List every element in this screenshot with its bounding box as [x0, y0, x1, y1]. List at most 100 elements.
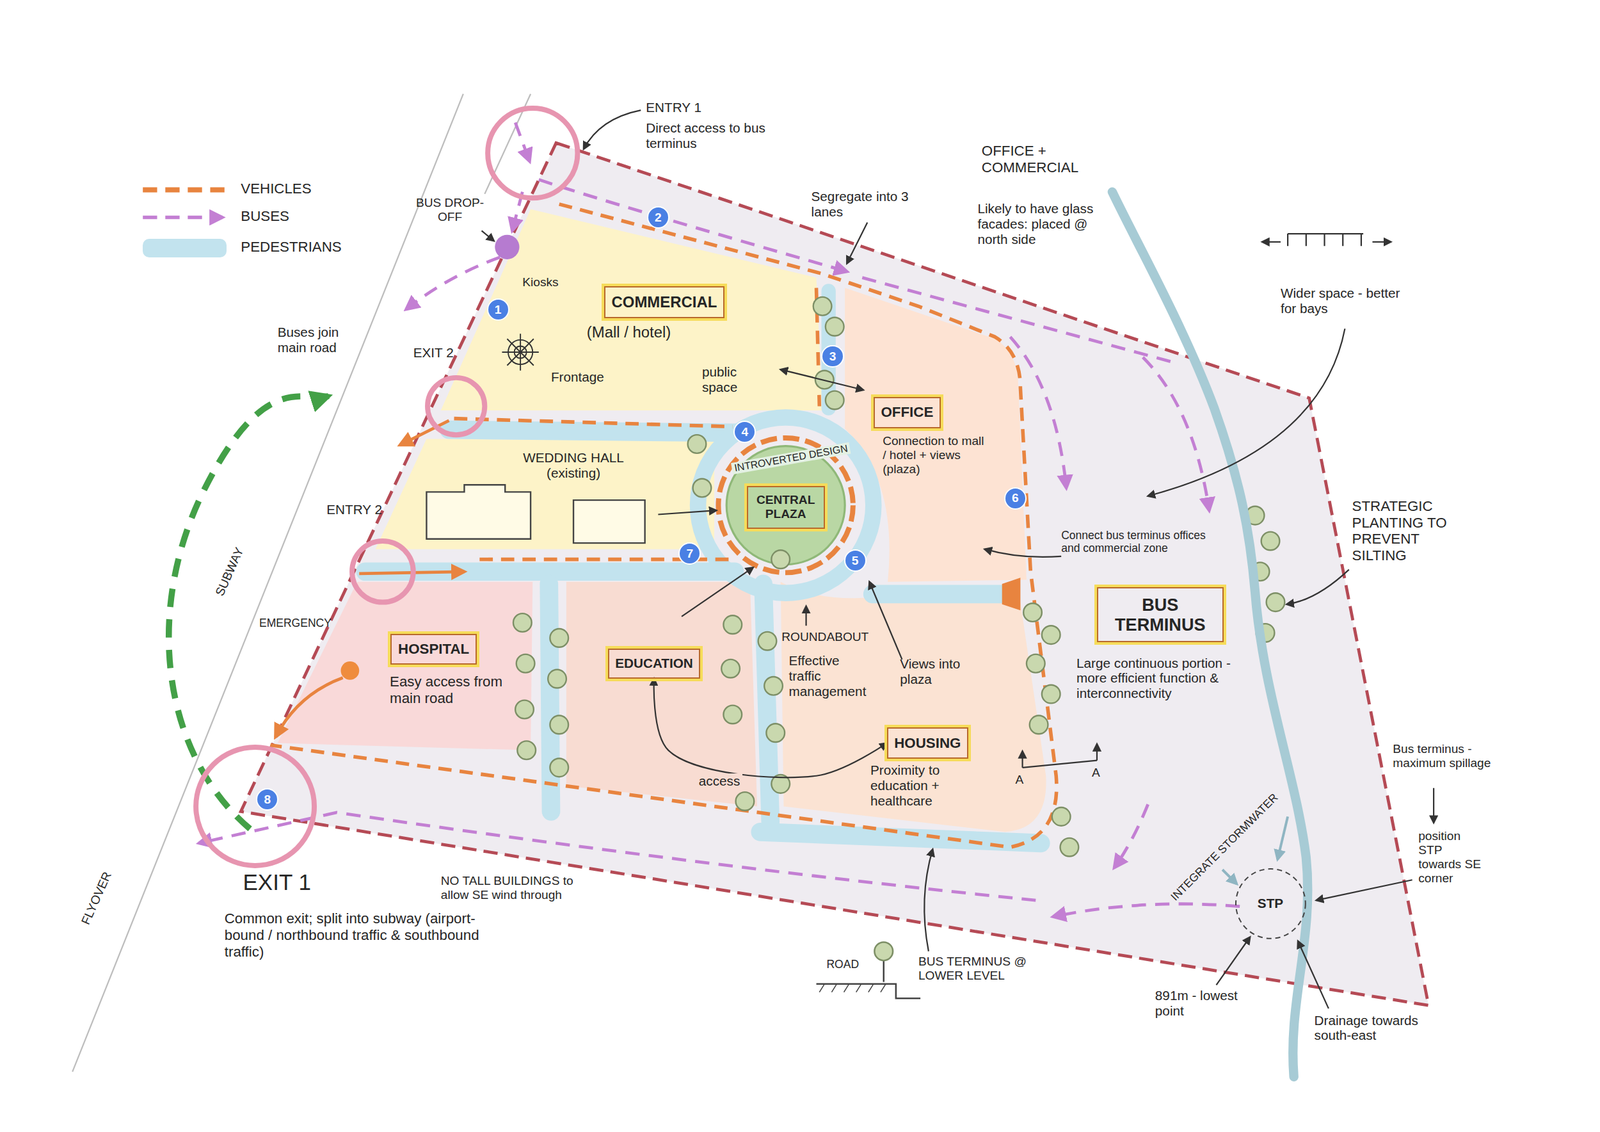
pedestrian-ring	[698, 417, 874, 593]
entry-label: ENTRY 1	[645, 99, 748, 116]
annotation-note: Connect bus terminus offices and commerc…	[1061, 528, 1225, 555]
tree	[758, 631, 777, 651]
annotation-note: NO TALL BUILDINGS to allow SE wind throu…	[440, 873, 579, 902]
pedestrian-path	[763, 583, 771, 822]
bus-route	[199, 812, 1036, 900]
tree	[688, 434, 707, 454]
pedestrian-paths	[365, 290, 1041, 843]
building-outline	[573, 499, 646, 543]
callout-number: 2	[647, 206, 670, 229]
hospital-zone	[277, 581, 534, 751]
housing-zone	[780, 581, 1047, 832]
leader-line	[780, 369, 864, 390]
section-arrow	[1021, 750, 1023, 768]
annotation-note: Connection to mall / hotel + views (plaz…	[882, 433, 990, 477]
exit-label: EXIT 2	[413, 344, 475, 361]
callout-number: 5	[844, 549, 867, 572]
tree	[549, 628, 569, 648]
kiosk-ring	[514, 345, 527, 358]
leader-line	[657, 510, 717, 514]
tree	[771, 549, 790, 569]
emergency-dot	[341, 661, 360, 680]
zone-title: EDUCATION	[615, 655, 694, 671]
pedestrian-path	[449, 429, 735, 433]
zone-title: CENTRAL PLAZA	[753, 492, 818, 521]
pedestrian-path	[549, 583, 552, 812]
bus-route	[1114, 803, 1149, 868]
section-mark: A	[1015, 772, 1030, 787]
design-note: INTROVERTED DESIGN	[730, 442, 852, 475]
vehicle-roads	[270, 204, 1057, 847]
tree	[1026, 654, 1046, 673]
annotation-note: Effective traffic management	[788, 652, 873, 699]
annotation-note: Drainage towards south-east	[1314, 1012, 1448, 1044]
annotation-note: Views into plaza	[899, 656, 977, 687]
zone-title: STP	[1257, 895, 1284, 911]
bus-route	[1009, 336, 1067, 488]
zone-label-box: HOUSING	[887, 727, 969, 759]
section-sketch	[816, 941, 921, 998]
wedding-hall-buildings	[426, 484, 645, 543]
annotation-note: Large continuous portion - more efficien…	[1076, 655, 1235, 702]
leader-line	[681, 567, 754, 617]
leader-line	[805, 606, 807, 626]
section-arrow	[1096, 743, 1098, 761]
annotation-note: 891m - lowest point	[1155, 987, 1257, 1019]
tree	[693, 478, 712, 498]
zone-title: HOSPITAL	[398, 640, 470, 658]
annotation-note: Buses join main road	[277, 324, 360, 356]
zone-label: WEDDING HALL (existing)	[513, 449, 634, 481]
tree	[517, 740, 536, 760]
callout-number: 3	[821, 344, 844, 368]
tree	[513, 613, 532, 632]
entry-label: ENTRY 2	[326, 501, 404, 518]
annotation-note: Wider space - better for bays	[1280, 285, 1408, 317]
callout-number: 1	[487, 298, 510, 321]
zone-title: OFFICE	[881, 403, 934, 421]
leader-line	[846, 222, 868, 264]
leader-line	[1432, 787, 1435, 823]
tree	[515, 700, 534, 719]
exit-circle	[427, 377, 485, 435]
legend-line-sample	[142, 187, 227, 193]
tree	[549, 758, 569, 777]
bay-arrow	[1372, 241, 1391, 243]
access-points	[195, 108, 578, 866]
exit-circle	[195, 746, 315, 866]
flyover-route	[168, 396, 329, 829]
bus-route	[406, 257, 501, 310]
zone-label-box: OFFICE	[873, 396, 941, 429]
tree	[825, 317, 845, 336]
annotation-note: Direct access to bus terminus	[645, 120, 779, 152]
leader-line	[1287, 569, 1350, 605]
leader-line	[869, 581, 902, 660]
kiosk-symbol	[501, 333, 539, 370]
annotation-note: INTEGRATE STORMWATER	[1168, 791, 1281, 904]
leader-line	[583, 110, 641, 150]
zone-title: BUS TERMINUS	[1104, 594, 1216, 635]
bays-symbol	[1262, 233, 1391, 246]
zone-label-box: HOSPITAL	[390, 633, 477, 665]
kiosk-ring	[508, 339, 533, 365]
annotation-note: Segregate into 3 lanes	[811, 188, 939, 220]
stormwater-arrows	[1222, 816, 1288, 884]
zone-label-box: COMMERCIAL	[604, 286, 725, 319]
legend-text: BUSES	[240, 208, 290, 225]
tree	[1060, 837, 1080, 857]
vehicle-road	[454, 418, 733, 427]
bay-arrow	[1262, 241, 1281, 243]
annotation-note: STRATEGIC PLANTING TO PREVENT SILTING	[1352, 497, 1467, 564]
tree	[764, 676, 783, 696]
drop-off-label: BUS DROP-OFF	[413, 195, 488, 224]
trees	[513, 296, 1285, 857]
legend-arrow-sample	[142, 215, 223, 220]
annotation-note: Common exit; split into subway (airport-…	[224, 910, 486, 960]
dashed-circle	[1235, 868, 1306, 939]
bay-bar	[1287, 233, 1364, 246]
tree	[766, 723, 785, 742]
bus-route	[515, 122, 530, 162]
bus-route	[862, 277, 1174, 363]
leader-lines	[481, 110, 1435, 1008]
stormwater-arrow	[1222, 869, 1237, 884]
